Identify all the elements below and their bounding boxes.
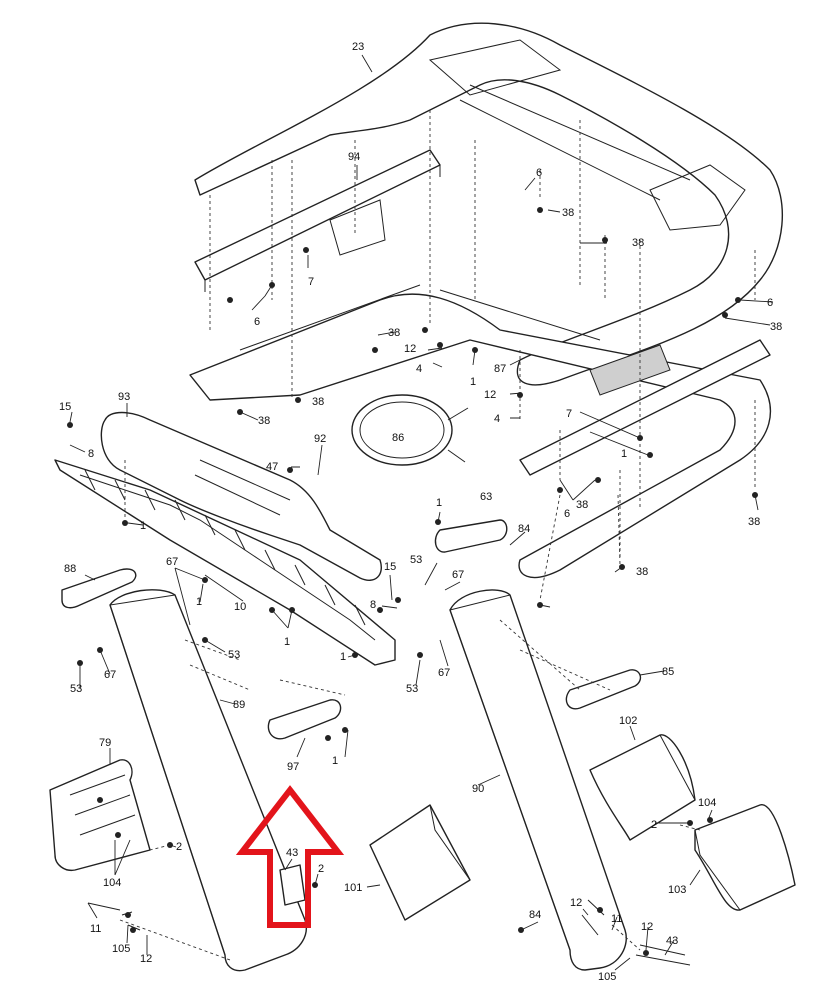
callout-93: 93 (118, 391, 130, 403)
callout-67: 67 (438, 667, 450, 679)
callout-38: 38 (388, 327, 400, 339)
callout-104: 104 (698, 797, 716, 809)
callout-1: 1 (621, 448, 627, 460)
cover-part-63 (434, 519, 508, 553)
callout-63: 63 (480, 491, 492, 503)
handlebar-part-93 (100, 411, 382, 581)
callout-7: 7 (566, 408, 572, 420)
callout-53: 53 (410, 554, 422, 566)
callout-84: 84 (518, 523, 530, 535)
callout-23: 23 (352, 41, 364, 53)
callout-86: 86 (392, 432, 404, 444)
callout-38: 38 (636, 566, 648, 578)
callout-6: 6 (536, 167, 542, 179)
callout-38: 38 (312, 396, 324, 408)
hardware-bottom (87, 899, 691, 966)
callout-67: 67 (452, 569, 464, 581)
callout-87: 87 (494, 363, 506, 375)
assembly-guide-lines-bottom (119, 460, 701, 961)
callout-1: 1 (332, 755, 338, 767)
cover-part-88 (61, 568, 137, 609)
callout-90: 90 (472, 783, 484, 795)
callout-79: 79 (99, 737, 111, 749)
assembly-guide-lines-top (209, 110, 756, 560)
callout-38: 38 (562, 207, 574, 219)
callout-43: 43 (286, 847, 298, 859)
highlight-arrow-icon (235, 785, 345, 928)
callout-6: 6 (254, 316, 260, 328)
screw-hardware (67, 207, 758, 888)
callout-1: 1 (470, 376, 476, 388)
callout-84: 84 (529, 909, 541, 921)
callout-4: 4 (416, 363, 422, 375)
callout-88: 88 (64, 563, 76, 575)
callout-7: 7 (308, 276, 314, 288)
left-upright-part-89 (109, 589, 307, 972)
cover-part-79 (49, 759, 151, 872)
callout-12: 12 (641, 921, 653, 933)
callout-101: 101 (344, 882, 362, 894)
callout-1: 1 (436, 497, 442, 509)
callout-10: 10 (234, 601, 246, 613)
callout-47: 47 (266, 461, 278, 473)
callout-85: 85 (662, 666, 674, 678)
callout-labels: 23 94 6 38 38 7 6 6 38 38 12 4 1 87 12 4… (59, 41, 782, 983)
callout-12: 12 (570, 897, 582, 909)
callout-53: 53 (406, 683, 418, 695)
crossbar-part-94 (194, 149, 441, 292)
callout-38: 38 (770, 321, 782, 333)
callout-105: 105 (598, 971, 616, 983)
callout-1: 1 (340, 651, 346, 663)
callout-38: 38 (632, 237, 644, 249)
callout-43: 43 (666, 935, 678, 947)
callout-12: 12 (404, 343, 416, 355)
callout-102: 102 (619, 715, 637, 727)
handlebar-frame-part-10 (54, 459, 396, 666)
callout-38: 38 (576, 499, 588, 511)
callout-2: 2 (651, 819, 657, 831)
callout-15: 15 (59, 401, 71, 413)
cover-part-85 (565, 669, 642, 710)
callout-92: 92 (314, 433, 326, 445)
cover-part-97 (267, 699, 342, 740)
callout-15: 15 (384, 561, 396, 573)
callout-2: 2 (318, 863, 324, 875)
callout-104: 104 (103, 877, 121, 889)
callout-6: 6 (564, 508, 570, 520)
bracket-part-43 (279, 864, 306, 906)
right-upright-part-90 (449, 589, 627, 971)
callout-11: 11 (611, 913, 622, 925)
callout-89: 89 (233, 699, 245, 711)
callout-53: 53 (70, 683, 82, 695)
callout-97: 97 (287, 761, 299, 773)
callout-94: 94 (348, 151, 360, 163)
console-base-pan (189, 284, 772, 579)
callout-8: 8 (370, 599, 376, 611)
callout-1: 1 (196, 596, 202, 608)
callout-38: 38 (748, 516, 760, 528)
cover-part-102 (589, 734, 696, 841)
callout-67: 67 (104, 669, 116, 681)
wire-loop-part-86 (351, 394, 469, 466)
callout-38: 38 (258, 415, 270, 427)
callout-67: 67 (166, 556, 178, 568)
console-frame-part-23 (194, 22, 784, 386)
callout-103: 103 (668, 884, 686, 896)
leader-lines (69, 54, 774, 971)
callout-1: 1 (140, 520, 146, 532)
callout-53: 53 (228, 649, 240, 661)
callout-12: 12 (484, 389, 496, 401)
callout-11: 11 (90, 923, 101, 935)
cover-part-103 (694, 804, 796, 911)
cover-part-101 (369, 804, 471, 921)
callout-2: 2 (176, 841, 182, 853)
callout-105: 105 (112, 943, 130, 955)
callout-8: 8 (88, 448, 94, 460)
callout-4: 4 (494, 413, 500, 425)
callout-12: 12 (140, 953, 152, 965)
callout-1: 1 (284, 636, 290, 648)
callout-6: 6 (767, 297, 773, 309)
